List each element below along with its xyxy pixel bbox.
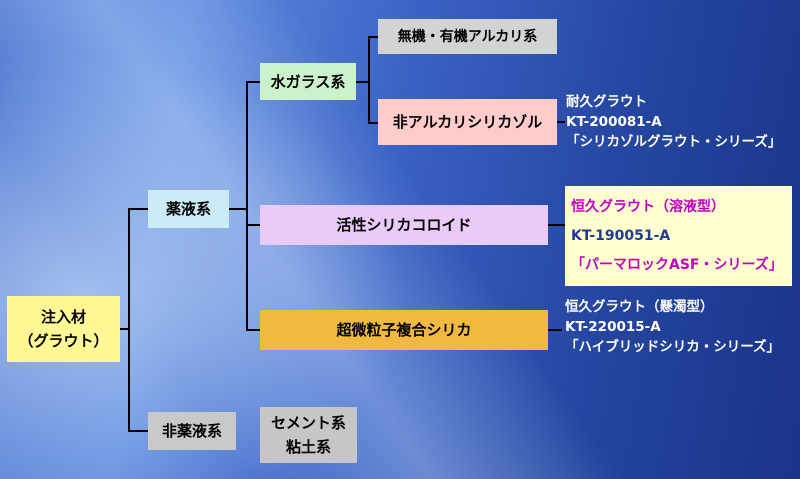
connector-line <box>128 430 148 432</box>
connector-line <box>246 224 260 226</box>
node-non-alkali-silica-sol: 非アルカリシリカゾル <box>378 99 557 145</box>
connector-line <box>368 122 378 124</box>
node-clay-type-label: 粘土系 <box>285 438 331 456</box>
node-non-chemical-type-label: 非薬液系 <box>161 422 222 440</box>
node-injection-material: 注入材 （グラウト） <box>7 296 120 362</box>
connector-line <box>246 329 260 331</box>
node-cement-type-label: セメント系 <box>271 414 346 432</box>
node-active-silica-colloid-label: 活性シリカコロイド <box>336 216 472 234</box>
annotation-durable-grout-code: KT-200081-A <box>566 114 662 130</box>
connector-line <box>548 329 562 331</box>
annotation-permanent-suspension-code: KT-220015-A <box>565 319 661 335</box>
connector-line <box>246 81 260 83</box>
node-inorganic-organic-alkali: 無機・有機アルカリ系 <box>378 19 557 54</box>
connector-line <box>356 81 369 83</box>
node-injection-material-label-line2: （グラウト） <box>18 332 109 350</box>
node-non-alkali-silica-sol-label: 非アルカリシリカゾル <box>392 113 543 131</box>
annotation-permanent-solution-series: 「パーマロックASF・シリーズ」 <box>571 256 783 273</box>
node-inorganic-organic-alkali-label: 無機・有機アルカリ系 <box>397 28 538 45</box>
node-water-glass-type-label: 水ガラス系 <box>270 72 346 91</box>
connector-line <box>246 81 248 331</box>
node-ultrafine-composite-silica-label: 超微粒子複合シリカ <box>336 321 472 339</box>
connector-line <box>368 36 378 38</box>
annotation-permanent-solution-grout: 恒久グラウト（溶液型） KT-190051-A 「パーマロックASF・シリーズ」 <box>565 186 792 286</box>
annotation-permanent-solution-name: 恒久グラウト（溶液型） <box>571 198 725 215</box>
node-ultrafine-composite-silica: 超微粒子複合シリカ <box>260 310 548 350</box>
annotation-durable-grout-name: 耐久グラウト <box>566 94 647 110</box>
annotation-permanent-suspension-series: 「ハイブリッドシリカ・シリーズ」 <box>565 339 781 355</box>
connector-line <box>120 328 129 330</box>
node-chemical-type-label: 薬液系 <box>165 200 211 218</box>
node-water-glass-type: 水ガラス系 <box>260 63 356 100</box>
connector-line <box>368 36 370 124</box>
connector-line <box>557 121 565 123</box>
connector-line <box>548 224 565 226</box>
annotation-permanent-solution-code: KT-190051-A <box>571 227 671 244</box>
node-active-silica-colloid: 活性シリカコロイド <box>260 205 548 245</box>
annotation-permanent-suspension-grout: 恒久グラウト（懸濁型） KT-220015-A 「ハイブリッドシリカ・シリーズ」 <box>565 297 800 357</box>
annotation-durable-grout-series: 「シリカゾルグラウト・シリーズ」 <box>566 134 782 150</box>
connector-line <box>128 208 130 432</box>
node-non-chemical-type: 非薬液系 <box>148 412 236 450</box>
node-chemical-type: 薬液系 <box>148 190 229 228</box>
connector-line <box>229 208 247 210</box>
annotation-durable-grout: 耐久グラウト KT-200081-A 「シリカゾルグラウト・シリーズ」 <box>566 92 796 152</box>
annotation-permanent-suspension-name: 恒久グラウト（懸濁型） <box>565 299 714 315</box>
node-injection-material-label-line1: 注入材 <box>40 308 86 326</box>
node-cement-clay-type: セメント系 粘土系 <box>260 407 357 463</box>
connector-line <box>128 208 148 210</box>
